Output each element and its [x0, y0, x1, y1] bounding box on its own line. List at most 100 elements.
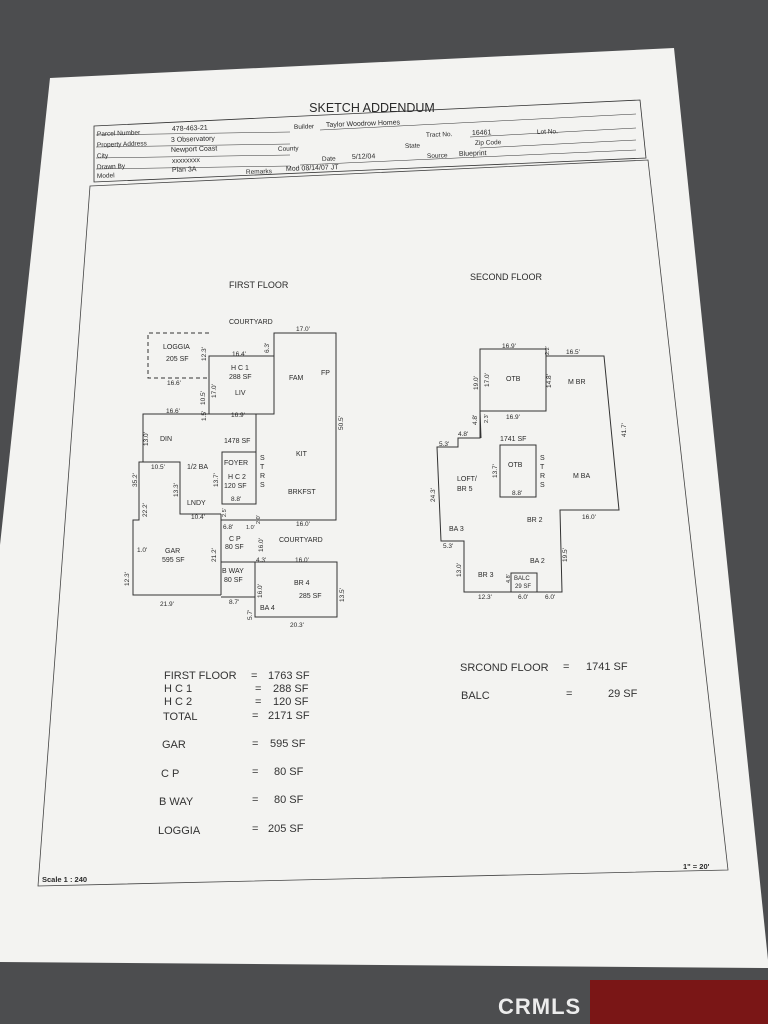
remarks-value: Mod 08/14/07 JT — [286, 164, 339, 173]
dim-label: 19.5' — [562, 548, 569, 562]
ba3-label: BA 3 — [449, 526, 464, 533]
stairs-letter-r: R — [260, 473, 265, 480]
gar-label: GAR — [165, 548, 180, 555]
dim-label: 50.5' — [338, 416, 345, 430]
hc1-sf: 288 SF — [229, 374, 252, 381]
county-label: County — [278, 145, 300, 153]
first-floor-plan: FIRST FLOOR COURTYARD LOGGIA 205 SF — [124, 280, 346, 629]
bway-label: B WAY — [222, 568, 244, 575]
state-label: State — [405, 142, 421, 150]
stairs-letter-s1: S — [540, 455, 545, 462]
paper-sheet — [0, 48, 768, 968]
parcel-label: Parcel Number — [97, 129, 141, 138]
dim-label: 5.7' — [247, 610, 254, 620]
summary-label: SRCOND FLOOR — [460, 662, 549, 674]
scale-label: Scale 1 : 240 — [42, 875, 87, 884]
otb-upper-label: OTB — [506, 376, 521, 383]
first-floor-title: FIRST FLOOR — [229, 280, 289, 290]
summary-label: GAR — [162, 739, 186, 751]
dim-label: 5.3' — [439, 441, 449, 448]
dim-label: 13.0' — [143, 432, 150, 446]
summary-value: 80 SF — [274, 766, 304, 778]
dim-label: 6.3' — [264, 343, 271, 353]
summary-label: H C 1 — [164, 683, 192, 695]
sketch-frame — [37, 159, 729, 887]
summary-equals: = — [252, 823, 258, 835]
dim-label: 10.5' — [200, 391, 207, 405]
dim-label: 16.4' — [232, 351, 246, 358]
br5-label: BR 5 — [457, 486, 473, 493]
source-value: Blueprint — [459, 150, 487, 158]
summary-equals: = — [563, 661, 569, 673]
dim-label: 22.2' — [142, 503, 149, 517]
summary-label: BALC — [461, 690, 490, 702]
dim-label: 24.3' — [430, 488, 437, 502]
dim-label: 41.7' — [621, 423, 628, 437]
dim-label: 10.4' — [191, 514, 205, 521]
kit-label: KIT — [296, 451, 308, 458]
dim-label: 16.0' — [257, 584, 264, 598]
second-floor-area: 1741 SF — [500, 436, 526, 443]
area-summary-left: FIRST FLOOR = 1763 SF H C 1 = 288 SF H C… — [158, 670, 310, 837]
din-label: DIN — [160, 436, 172, 443]
loggia-label: LOGGIA — [163, 344, 190, 351]
dim-label: 16.0' — [582, 514, 596, 521]
builder-value: Taylor Woodrow Homes — [326, 119, 401, 129]
dim-label: 13.5' — [339, 588, 346, 602]
summary-equals: = — [252, 738, 258, 750]
dim-label: 13.3' — [173, 483, 180, 497]
city-value: Newport Coast — [171, 145, 218, 154]
ba2-label: BA 2 — [530, 558, 545, 565]
source-label: Source — [427, 152, 448, 160]
hc1-label: H C 1 — [231, 365, 249, 372]
dim-label: 13.7' — [492, 464, 499, 478]
stairs-letter-r: R — [540, 473, 545, 480]
stairs-letter-s2: S — [260, 482, 265, 489]
stairs-letter-t: T — [260, 464, 265, 471]
dim-label: 2.3' — [484, 414, 490, 423]
remarks-label: Remarks — [246, 168, 273, 176]
address-label: Property Address — [97, 140, 148, 149]
dim-label: 17.0' — [296, 326, 310, 333]
br4-sf: 285 SF — [299, 593, 322, 600]
dim-label: 4.8' — [458, 431, 468, 438]
cp-label: C P — [229, 536, 241, 543]
foyer-label: FOYER — [224, 460, 248, 467]
summary-value: 1763 SF — [268, 670, 310, 682]
area-summary-right: SRCOND FLOOR = 1741 SF BALC = 29 SF — [460, 661, 638, 702]
stairs-letter-t: T — [540, 464, 545, 471]
summary-label: TOTAL — [163, 711, 197, 723]
dim-label: 35.2' — [132, 473, 139, 487]
summary-equals: = — [252, 794, 258, 806]
dim-label: 16.6' — [167, 380, 181, 387]
dim-label: 8.7' — [229, 599, 239, 606]
parcel-value: 478-463-21 — [172, 125, 208, 133]
balcony-label: BALC — [514, 576, 530, 582]
summary-label: H C 2 — [164, 696, 192, 708]
date-value: 5/12/04 — [352, 153, 376, 161]
dim-label: 16.0' — [295, 557, 309, 564]
dim-label: 10.5' — [151, 464, 165, 471]
dim-label: 16.0' — [258, 538, 265, 552]
dim-label: 2.2' — [545, 346, 551, 355]
lndy-label: LNDY — [187, 500, 206, 507]
drawn-by-value: xxxxxxxx — [172, 157, 201, 165]
dim-label: 21.9' — [160, 601, 174, 608]
summary-value: 288 SF — [273, 683, 309, 695]
summary-value: 80 SF — [274, 794, 304, 806]
summary-label: C P — [161, 768, 179, 780]
summary-value: 205 SF — [268, 823, 304, 835]
builder-label: Builder — [294, 123, 315, 131]
dim-label: 16.9' — [231, 412, 245, 419]
red-object-corner — [590, 980, 768, 1024]
tract-label: Tract No. — [426, 131, 453, 139]
dim-label: 16.9' — [502, 343, 516, 350]
dim-label: 16.5' — [566, 349, 580, 356]
dim-label: 19.0' — [473, 376, 480, 390]
loggia-sf: 205 SF — [166, 356, 189, 363]
dim-label: 8.8' — [512, 490, 522, 497]
summary-equals: = — [252, 710, 258, 722]
br2-label: BR 2 — [527, 517, 543, 524]
address-value: 3 Observatory — [171, 135, 216, 144]
